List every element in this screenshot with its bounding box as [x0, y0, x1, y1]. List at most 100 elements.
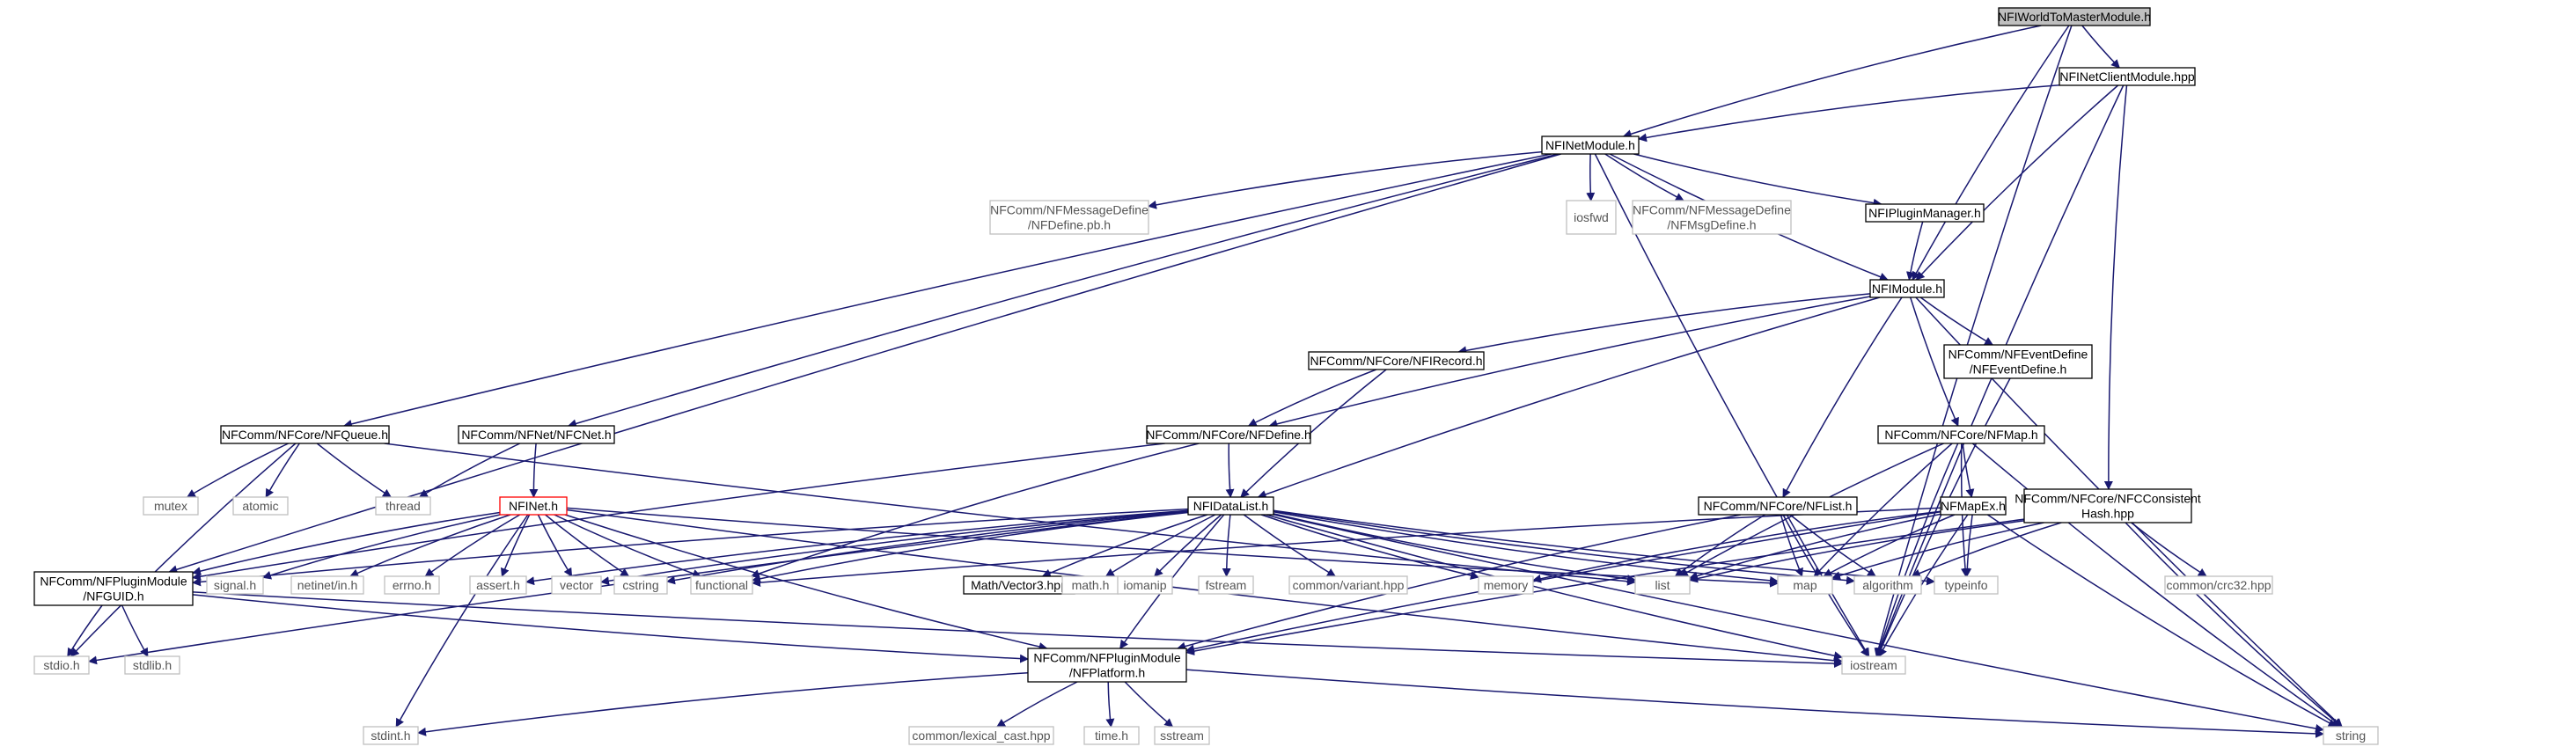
node-label: /NFDefine.pb.h [1028, 218, 1111, 232]
node-guid[interactable]: NFComm/NFPluginModule/NFGUID.h [33, 571, 194, 606]
node-datalist[interactable]: NFIDataList.h [1187, 496, 1274, 516]
node-queue[interactable]: NFComm/NFCore/NFQueue.h [220, 425, 390, 444]
edge-nfmap-to-string [1971, 443, 2340, 728]
node-label: NFComm/NFCore/NFList.h [1704, 499, 1853, 513]
node-box [290, 575, 364, 595]
node-lexical: common/lexical_cast.hpp [908, 726, 1054, 745]
node-box [2023, 488, 2192, 523]
node-box [1632, 200, 1792, 235]
node-cnet[interactable]: NFComm/NFNet/NFCNet.h [458, 425, 615, 444]
edge-mapex-to-memory [1532, 510, 1941, 583]
node-box [1541, 135, 1640, 155]
node-memory: memory [1478, 575, 1534, 595]
node-box [1308, 351, 1485, 370]
edge-cnet-to-inet [529, 443, 539, 498]
edge-imodule-to-nflist [1782, 296, 1903, 498]
node-label: thread [385, 499, 421, 513]
node-box [206, 575, 264, 595]
node-netmodule[interactable]: NFINetModule.h [1541, 135, 1640, 155]
edge-nfdefine-to-functional [750, 443, 1200, 578]
edge-datalist-to-vector3 [1041, 514, 1208, 578]
edge-queue-to-atomic [265, 443, 300, 498]
node-box [1777, 575, 1833, 595]
node-box [1998, 7, 2151, 26]
node-label: netinet/in.h [297, 578, 358, 592]
node-netinet: netinet/in.h [290, 575, 364, 595]
edge-platform-to-time [1105, 681, 1115, 728]
node-irecord[interactable]: NFComm/NFCore/NFIRecord.h [1308, 351, 1485, 370]
node-fstream: fstream [1198, 575, 1254, 595]
node-box [232, 496, 289, 516]
node-label: iomanip [1123, 578, 1166, 592]
node-label: stdint.h [371, 728, 410, 743]
edge-inet-to-cstring [545, 514, 630, 577]
node-iosfwd: iosfwd [1566, 200, 1617, 235]
node-label: iosfwd [1574, 210, 1609, 224]
node-label: time.h [1095, 728, 1128, 743]
edge-datalist-to-iomanip [1154, 514, 1222, 577]
node-box [1187, 496, 1274, 516]
node-imodule[interactable]: NFIModule.h [1869, 279, 1945, 298]
node-box [2059, 67, 2196, 86]
edge-eventdefine-to-iostream [1876, 377, 2011, 657]
node-vector3[interactable]: Math/Vector3.hpp [963, 575, 1075, 595]
edge-inet-to-stdint [395, 514, 529, 728]
edge-mapex-to-functional [752, 507, 1941, 588]
node-nfmsgdefine: NFComm/NFMessageDefine/NFMsgDefine.h [1632, 200, 1792, 235]
node-nfmap[interactable]: NFComm/NFCore/NFMap.h [1877, 425, 2045, 444]
edge-inet-to-platform [564, 514, 1048, 651]
node-box [1698, 496, 1858, 516]
node-label: NFComm/NFMessageDefine [990, 203, 1149, 217]
edge-imodule-to-datalist [1257, 296, 1881, 499]
node-label: common/variant.hpp [1293, 578, 1405, 592]
node-label: NFIWorldToMasterModule.h [1998, 10, 2151, 24]
node-label: sstream [1160, 728, 1204, 743]
edge-platform-to-string [1185, 669, 2324, 738]
node-label: Hash.hpp [2081, 507, 2134, 521]
node-box [690, 575, 753, 595]
node-label: common/lexical_cast.hpp [912, 728, 1050, 743]
edge-datalist-to-variant [1243, 514, 1337, 577]
edge-nfdefine-to-datalist [1225, 443, 1235, 498]
node-netclient[interactable]: NFINetClientModule.hpp [2059, 67, 2196, 86]
node-label: NFIPluginManager.h [1868, 206, 1981, 220]
edge-nfmap-to-iostream [1875, 443, 1959, 657]
edge-imodule-to-nfdefine [1268, 296, 1871, 428]
node-root[interactable]: NFIWorldToMasterModule.h [1998, 7, 2151, 26]
node-eventdefine[interactable]: NFComm/NFEventDefine/NFEventDefine.h [1943, 344, 2093, 379]
edge-nflist-to-platform [1177, 514, 1742, 651]
node-nfdefine[interactable]: NFComm/NFCore/NFDefine.h [1146, 425, 1311, 444]
node-label: NFINetModule.h [1545, 138, 1635, 152]
node-errno: errno.h [384, 575, 440, 595]
node-map: map [1777, 575, 1833, 595]
node-box [458, 425, 615, 444]
node-box [1634, 575, 1691, 595]
node-label: NFINet.h [509, 499, 558, 513]
node-algorithm: algorithm [1853, 575, 1922, 595]
edge-mapex-to-list [1689, 513, 1941, 581]
node-box [551, 575, 602, 595]
node-pluginmgr[interactable]: NFIPluginManager.h [1865, 203, 1985, 223]
edge-netmodule-to-nfdefinepb [1148, 150, 1543, 209]
node-box [2323, 726, 2379, 745]
node-box [1869, 279, 1945, 298]
node-nflist[interactable]: NFComm/NFCore/NFList.h [1698, 496, 1858, 516]
edge-mapex-to-platform [1185, 511, 1941, 654]
node-box [375, 496, 431, 516]
node-label: /NFMsgDefine.h [1667, 218, 1756, 232]
edge-datalist-to-memory [1260, 514, 1479, 580]
node-box [143, 496, 199, 516]
edge-datalist-to-fstream [1222, 514, 1231, 577]
node-label: NFComm/NFMessageDefine [1633, 203, 1791, 217]
node-mapex[interactable]: NFMapEx.h [1940, 496, 2007, 516]
node-inet[interactable]: NFINet.h [499, 496, 568, 516]
edge-datalist-to-algorithm [1273, 510, 1855, 585]
node-platform[interactable]: NFComm/NFPluginModule/NFPlatform.h [1027, 648, 1187, 683]
node-functional: functional [690, 575, 753, 595]
edge-consistent-to-string [2125, 522, 2343, 728]
edge-inet-to-map [566, 507, 1779, 588]
node-nfdefinepb: NFComm/NFMessageDefine/NFDefine.pb.h [989, 200, 1149, 235]
edge-netclient-to-netmodule [1638, 84, 2060, 143]
node-label: fstream [1206, 578, 1247, 592]
